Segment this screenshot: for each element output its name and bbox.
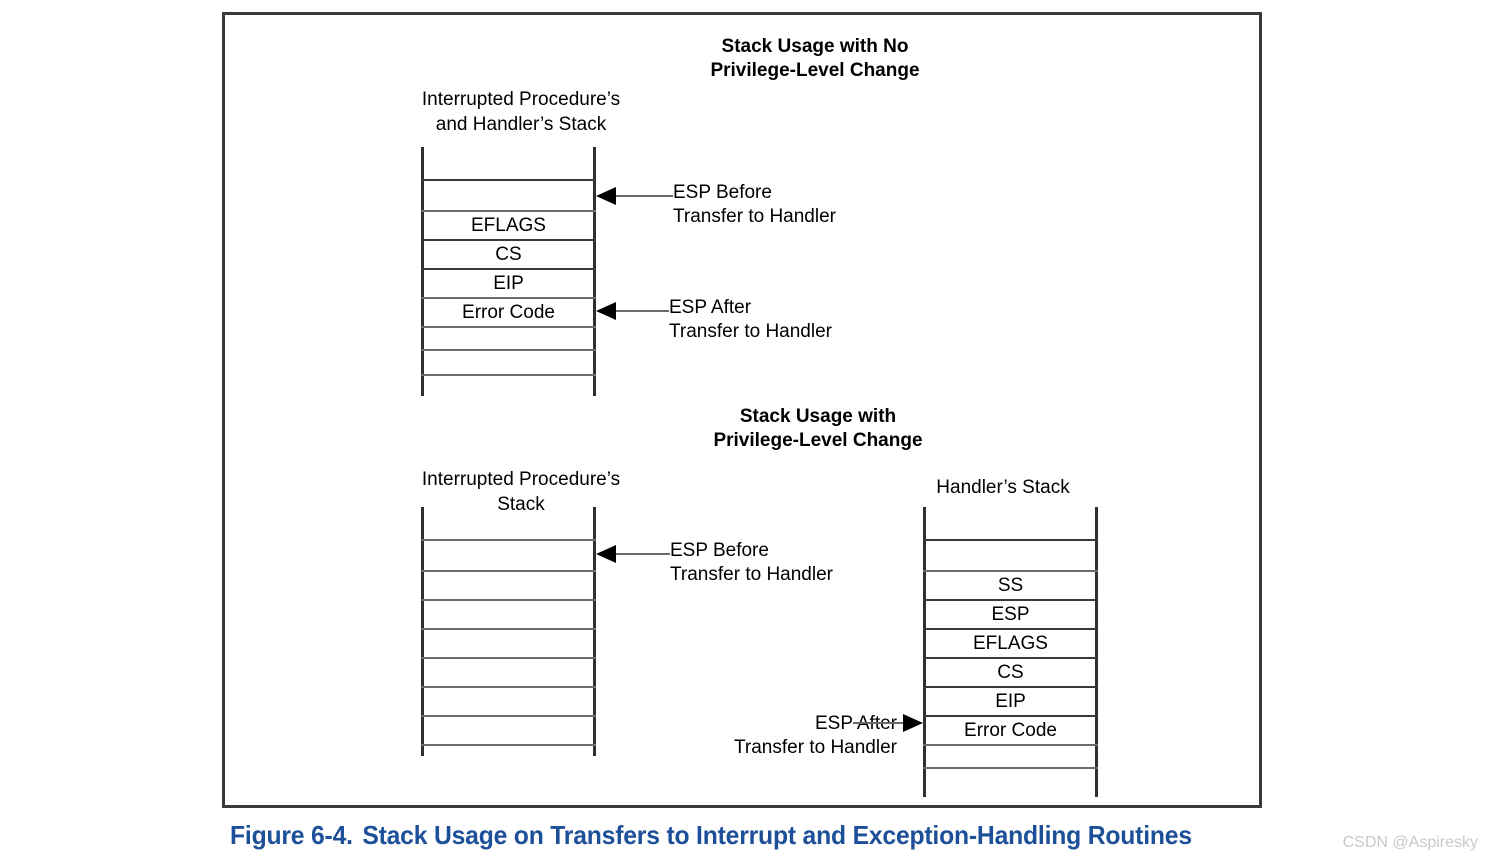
section-title-no-privilege-change: Stack Usage with No Privilege-Level Chan…	[710, 36, 920, 81]
annotation-esp-after-s1: ESP After Transfer to Handler	[669, 297, 832, 342]
annotation-esp-after-s2: ESP After Transfer to Handler	[734, 713, 897, 758]
stack-cell	[421, 715, 596, 744]
stack-interrupted-procedure-stack	[421, 507, 596, 756]
annotation-esp-before-s1: ESP Before Transfer to Handler	[673, 182, 836, 227]
annotation-esp-before-s2: ESP Before Transfer to Handler	[670, 540, 833, 585]
stack-cell	[421, 374, 596, 396]
leader-esp-before-s1	[616, 195, 673, 197]
stack-handler-stack: SS ESP EFLAGS CS EIP Error Code	[923, 507, 1098, 797]
stack-cell-error-code: Error Code	[923, 715, 1098, 744]
stack-cell-esp: ESP	[923, 599, 1098, 628]
stack-cell	[421, 326, 596, 349]
stack-cell-eflags: EFLAGS	[421, 210, 596, 239]
figure-caption-text: Stack Usage on Transfers to Interrupt an…	[362, 820, 1192, 850]
figure-caption-number: Figure 6-4.	[230, 820, 353, 850]
stack-right-rail	[593, 147, 596, 396]
stack-cell-eflags: EFLAGS	[923, 628, 1098, 657]
stack-left-rail	[421, 147, 424, 396]
stack-right-rail	[1095, 507, 1098, 797]
stack-cell-cs: CS	[923, 657, 1098, 686]
arrowhead-esp-before-s2	[596, 545, 616, 563]
stack-cell	[421, 349, 596, 374]
figure-frame: Stack Usage with No Privilege-Level Chan…	[222, 12, 1262, 808]
stack-left-rail	[421, 507, 424, 756]
stack-cell	[923, 539, 1098, 570]
watermark: CSDN @Aspiresky	[1342, 834, 1478, 851]
arrowhead-esp-after-s1	[596, 302, 616, 320]
stack-cell-esp-before	[421, 539, 596, 570]
stack-caption-handler-stack: Handler’s Stack	[936, 477, 1070, 498]
stack-interrupted-and-handler-stack: EFLAGS CS EIP Error Code	[421, 147, 596, 396]
stack-cell	[421, 744, 596, 756]
stack-cell	[923, 744, 1098, 767]
stack-caption-interrupted-and-handler-stack: Interrupted Procedure’s and Handler’s St…	[421, 89, 621, 135]
stack-cell-cs: CS	[421, 239, 596, 268]
stack-cell	[421, 628, 596, 657]
leader-esp-after-s2	[853, 722, 905, 724]
stack-cell-eip: EIP	[421, 268, 596, 297]
arrowhead-esp-after-s2	[903, 714, 923, 732]
stack-cell	[923, 507, 1098, 539]
stack-cell-eip: EIP	[923, 686, 1098, 715]
stack-cell-error-code: Error Code	[421, 297, 596, 326]
stack-cell-ss: SS	[923, 570, 1098, 599]
arrowhead-esp-before-s1	[596, 187, 616, 205]
leader-esp-before-s2	[616, 553, 670, 555]
figure-caption: Figure 6-4. Stack Usage on Transfers to I…	[230, 820, 1237, 851]
stack-cell	[923, 767, 1098, 797]
stack-cell	[421, 657, 596, 686]
stack-caption-interrupted-procedure-stack: Interrupted Procedure’s Stack	[421, 469, 621, 515]
stack-cell	[421, 599, 596, 628]
leader-esp-after-s1	[616, 310, 669, 312]
stack-left-rail	[923, 507, 926, 797]
stack-cell	[421, 147, 596, 179]
stack-cell	[421, 507, 596, 539]
stack-right-rail	[593, 507, 596, 756]
stack-cell	[421, 686, 596, 715]
section-title-privilege-change: Stack Usage with Privilege-Level Change	[713, 406, 923, 451]
stack-cell-esp-before	[421, 179, 596, 210]
stack-cell	[421, 570, 596, 599]
